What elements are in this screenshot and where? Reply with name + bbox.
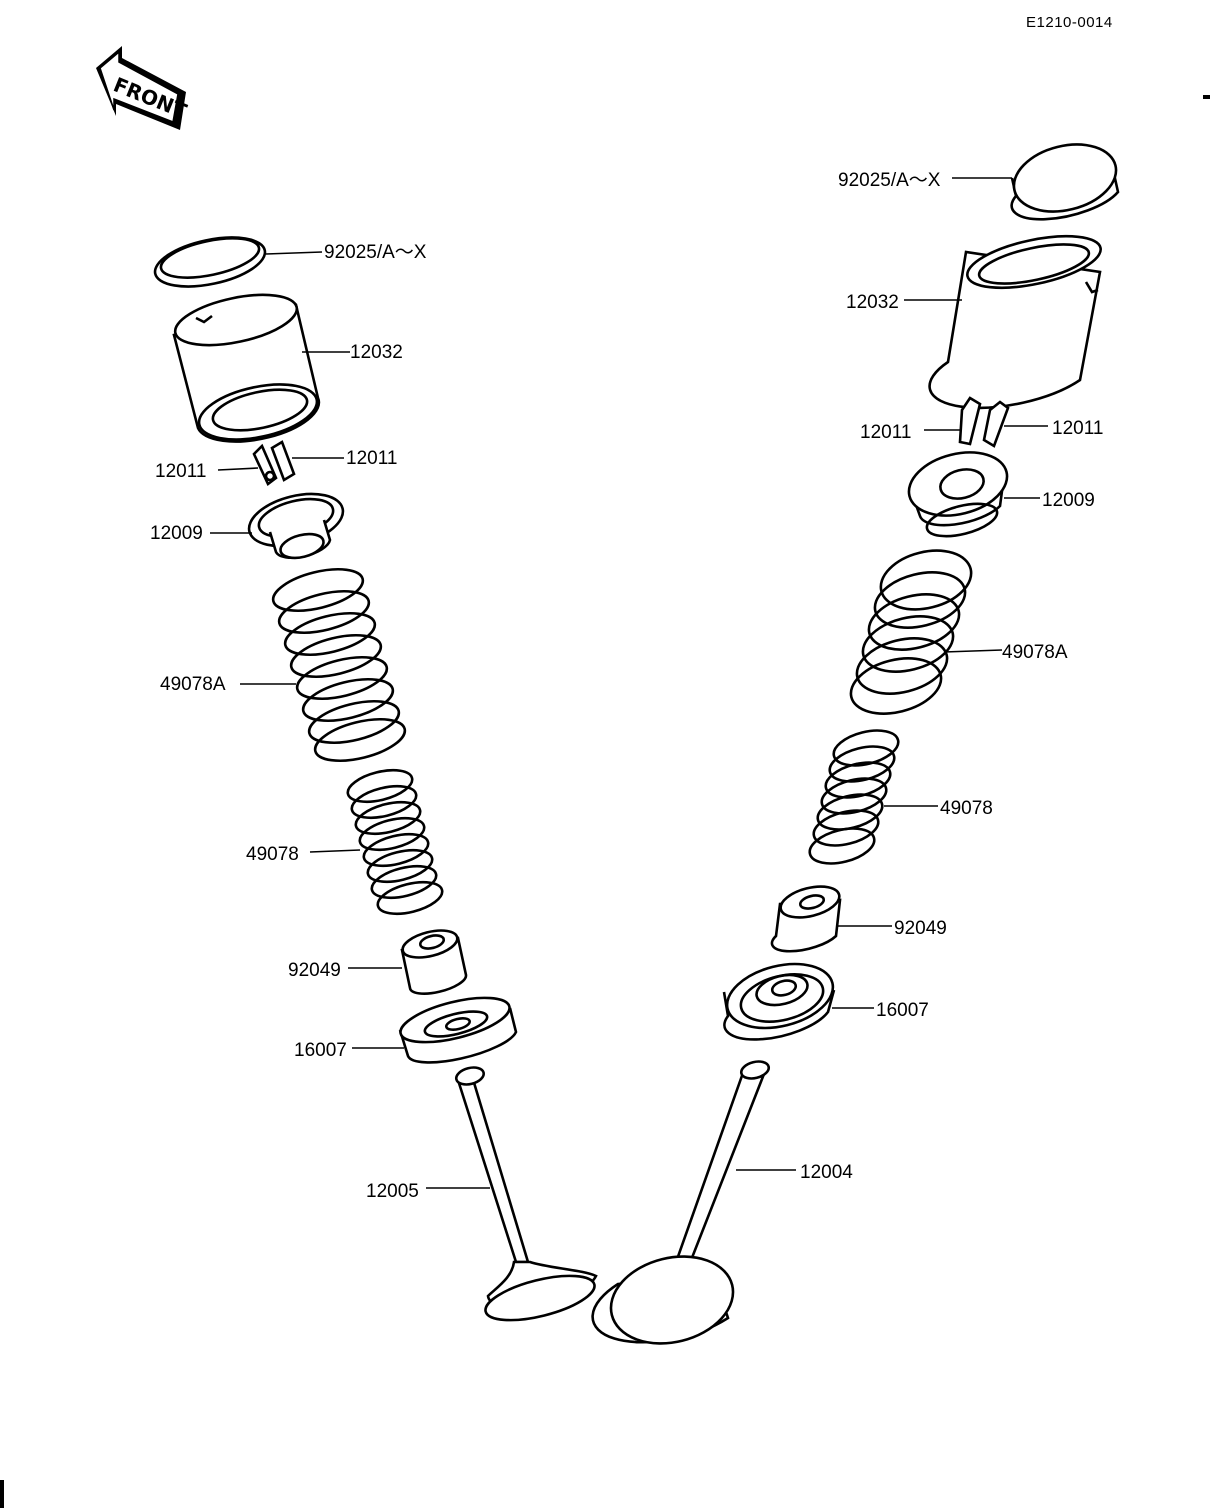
print-mark bbox=[0, 1480, 4, 1508]
print-mark bbox=[1203, 95, 1210, 99]
left-shim-label: 92025/A～X bbox=[324, 242, 427, 263]
right-retainer-label: 12009 bbox=[1042, 490, 1095, 511]
right-outer-spring bbox=[849, 549, 973, 715]
left-inner-spring bbox=[346, 768, 444, 916]
right-retainer bbox=[907, 451, 1009, 538]
left-tappet bbox=[172, 293, 321, 443]
diagram-ref-number: E1210-0014 bbox=[1026, 14, 1113, 31]
left-spring-seat bbox=[398, 996, 518, 1064]
right-outer-spring-label: 49078A bbox=[1002, 642, 1068, 663]
left-shim bbox=[153, 236, 267, 288]
right-shim-label: 92025/A～X bbox=[838, 170, 941, 191]
left-outer-spring-label: 49078A bbox=[160, 674, 226, 695]
left-inner-spring-label: 49078 bbox=[246, 844, 299, 865]
right-shim bbox=[1010, 143, 1120, 221]
left-tappet-label: 12032 bbox=[350, 342, 403, 363]
right-stem-seal-label: 92049 bbox=[894, 918, 947, 939]
left-retainer-label: 12009 bbox=[150, 523, 203, 544]
right-valve bbox=[591, 1060, 771, 1345]
left-stem-seal bbox=[400, 929, 468, 995]
right-spring-seat-label: 16007 bbox=[876, 1000, 929, 1021]
right-inner-spring-label: 49078 bbox=[940, 798, 993, 819]
right-tappet bbox=[928, 234, 1102, 410]
left-stem-seal-label: 92049 bbox=[288, 960, 341, 981]
right-tappet-label: 12032 bbox=[846, 292, 899, 313]
left-valve bbox=[454, 1066, 598, 1322]
left-retainer bbox=[247, 492, 345, 560]
right-collets bbox=[958, 396, 1010, 448]
left-collet-label-2: 12011 bbox=[346, 448, 397, 469]
right-spring-seat bbox=[722, 962, 836, 1041]
right-valve-assembly: 92025/A～X 12032 12011 12011 12009 bbox=[591, 143, 1120, 1345]
left-collets bbox=[252, 440, 296, 487]
left-valve-label: 12005 bbox=[366, 1181, 419, 1202]
right-stem-seal bbox=[770, 885, 842, 953]
right-valve-label: 12004 bbox=[800, 1162, 853, 1183]
right-inner-spring bbox=[808, 729, 900, 865]
left-collet-label-1: 12011 bbox=[155, 461, 206, 482]
left-spring-seat-label: 16007 bbox=[294, 1040, 347, 1061]
front-arrow-icon: FRONT bbox=[96, 46, 190, 130]
right-collet-label-2: 12011 bbox=[1052, 418, 1103, 439]
left-outer-spring bbox=[271, 567, 407, 763]
left-valve-assembly: 92025/A～X 12032 12011 12011 1200 bbox=[150, 236, 598, 1322]
right-collet-label-1: 12011 bbox=[860, 422, 911, 443]
